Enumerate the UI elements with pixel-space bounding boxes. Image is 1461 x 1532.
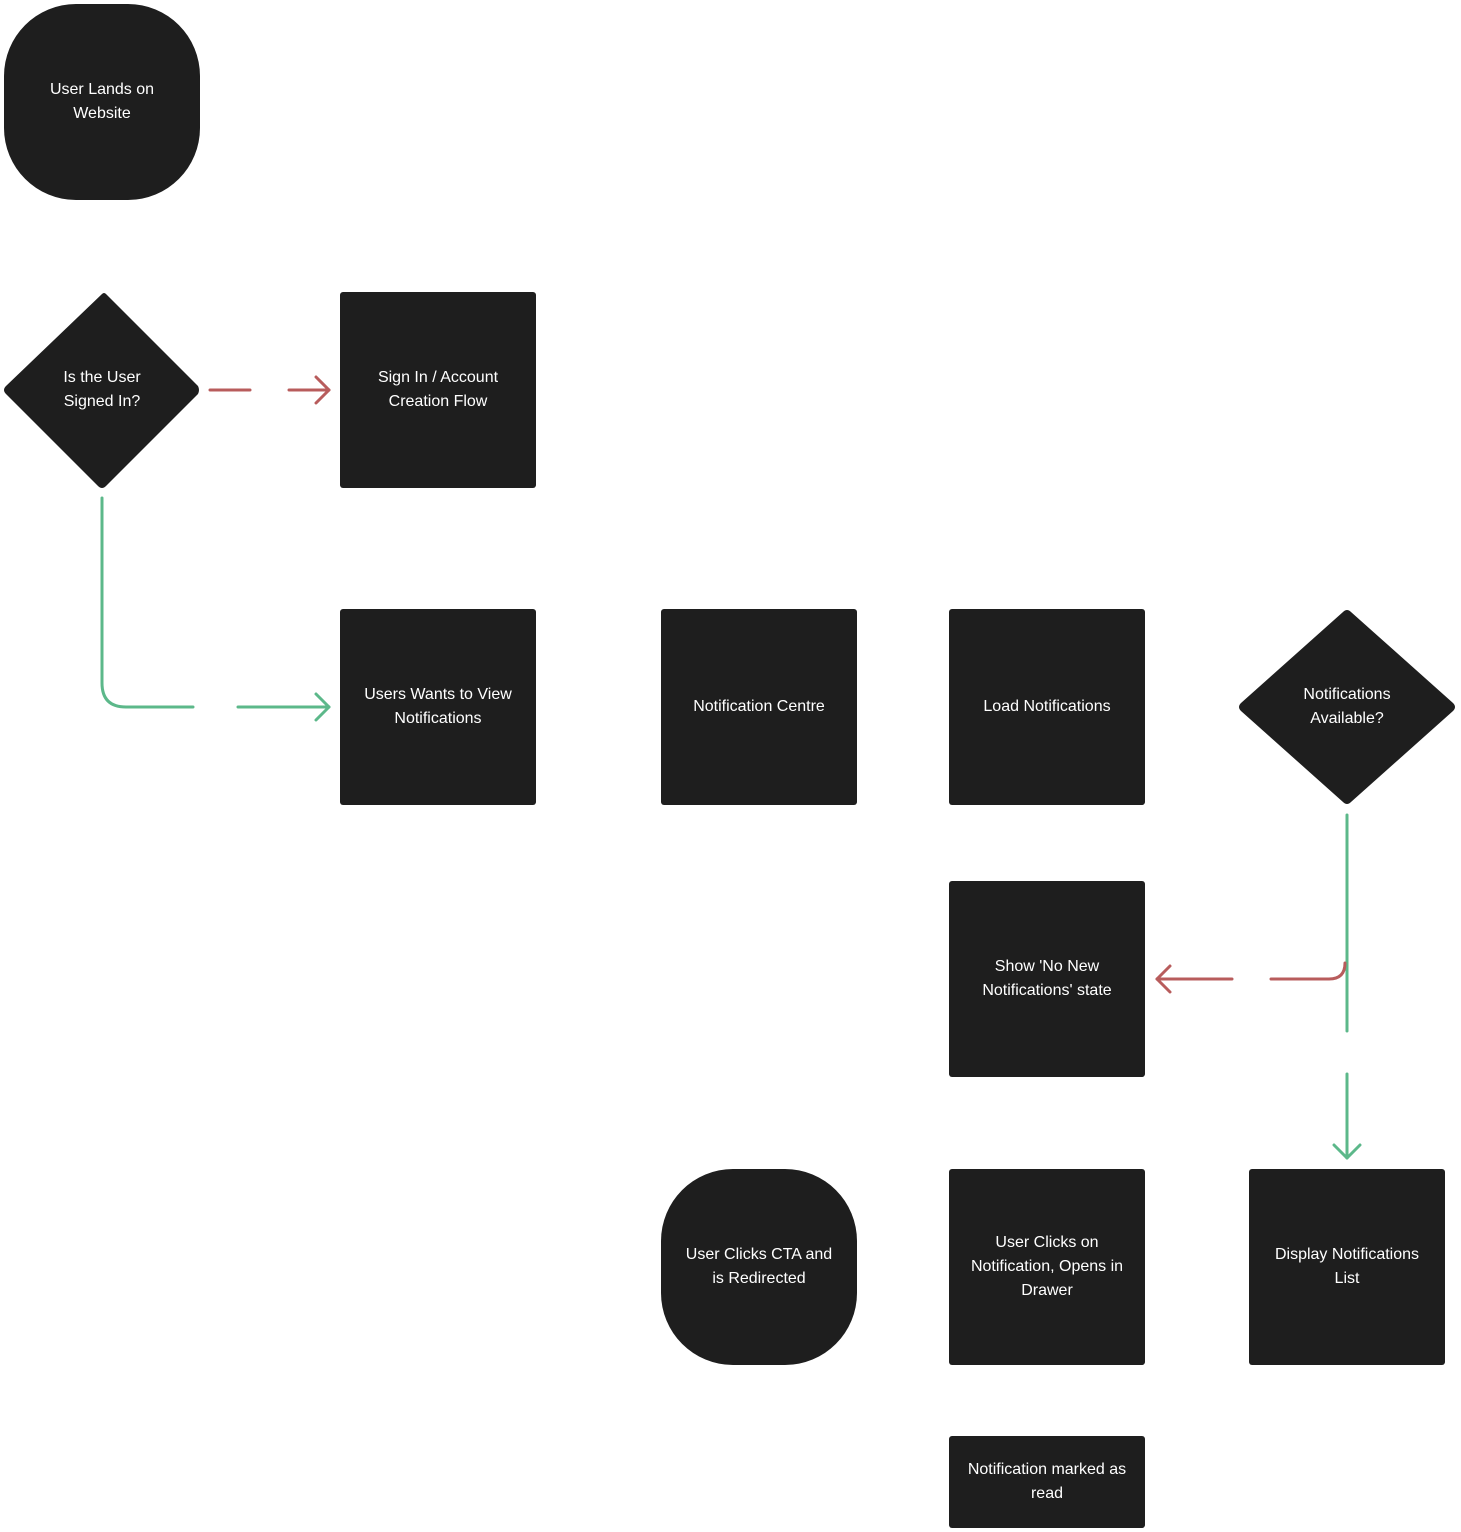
notification-centre-label: Notification Centre <box>693 698 825 715</box>
wants-to-view-label: Users Wants to View Notifications <box>364 686 512 727</box>
start-node-label: User Lands on Website <box>49 81 155 122</box>
connector-yes-view <box>100 496 331 722</box>
notification-centre-node: Notification Centre <box>661 609 857 805</box>
connector-yes-display <box>1332 813 1362 1160</box>
decision-diamond-shape <box>1239 610 1455 804</box>
start-node: User Lands on Website <box>4 4 200 200</box>
clicks-notification-node: User Clicks on Notification, Opens in Dr… <box>949 1169 1145 1365</box>
no-new-state-label: Show 'No New Notifications' state <box>982 958 1112 999</box>
load-notifications-label: Load Notifications <box>983 698 1111 715</box>
display-list-node: Display Notifications List <box>1249 1169 1445 1365</box>
sign-in-flow-label: Sign In / Account Creation Flow <box>377 369 499 410</box>
clicks-cta-node: User Clicks CTA and is Redirected <box>661 1169 857 1365</box>
clicks-notification-label: User Clicks on Notification, Opens in Dr… <box>970 1234 1124 1299</box>
display-list-label: Display Notifications List <box>1274 1246 1420 1287</box>
available-decision-label: Notifications Available? <box>1303 686 1391 727</box>
no-new-state-node: Show 'No New Notifications' state <box>949 881 1145 1077</box>
signed-in-decision-label: Is the User Signed In? <box>63 369 141 410</box>
marked-read-label: Notification marked as read <box>967 1461 1127 1502</box>
clicks-cta-label: User Clicks CTA and is Redirected <box>685 1246 833 1287</box>
decision-diamond-shape <box>4 293 199 488</box>
load-notifications-node: Load Notifications <box>949 609 1145 805</box>
sign-in-flow-node: Sign In / Account Creation Flow <box>340 292 536 488</box>
marked-read-node: Notification marked as read <box>949 1436 1145 1528</box>
available-decision: Notifications Available? <box>1237 609 1457 805</box>
connector-no-empty-state <box>1155 961 1347 994</box>
wants-to-view-node: Users Wants to View Notifications <box>340 609 536 805</box>
signed-in-decision: Is the User Signed In? <box>4 292 200 488</box>
connector-no-sign-in <box>208 375 331 405</box>
